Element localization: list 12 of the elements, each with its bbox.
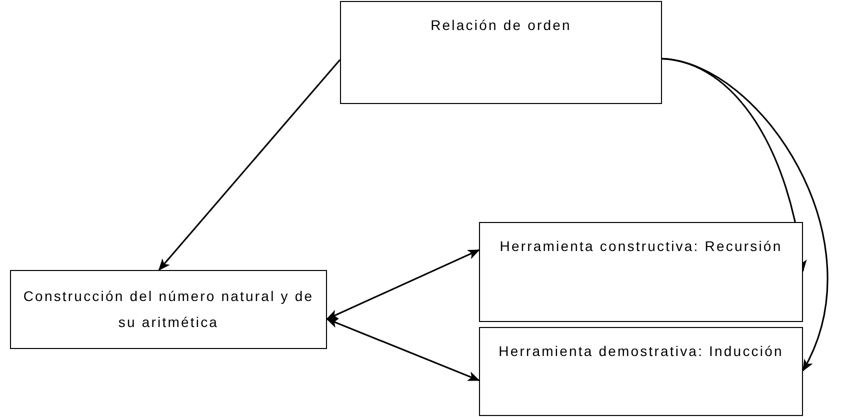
process-box [479,222,803,322]
arrow [326,249,480,320]
process-box [479,327,803,416]
box-label: Relación de orden [430,16,572,35]
box-label: Herramienta constructiva: Recursión [500,237,782,256]
arrow [158,59,341,271]
arrow [662,58,828,372]
process-box [340,1,662,104]
arrow [326,318,480,382]
process-box [10,270,327,349]
box-label: Construcción del número natural y de su aritmética [22,287,315,332]
box-label: Herramienta demostrativa: Inducción [498,342,784,361]
